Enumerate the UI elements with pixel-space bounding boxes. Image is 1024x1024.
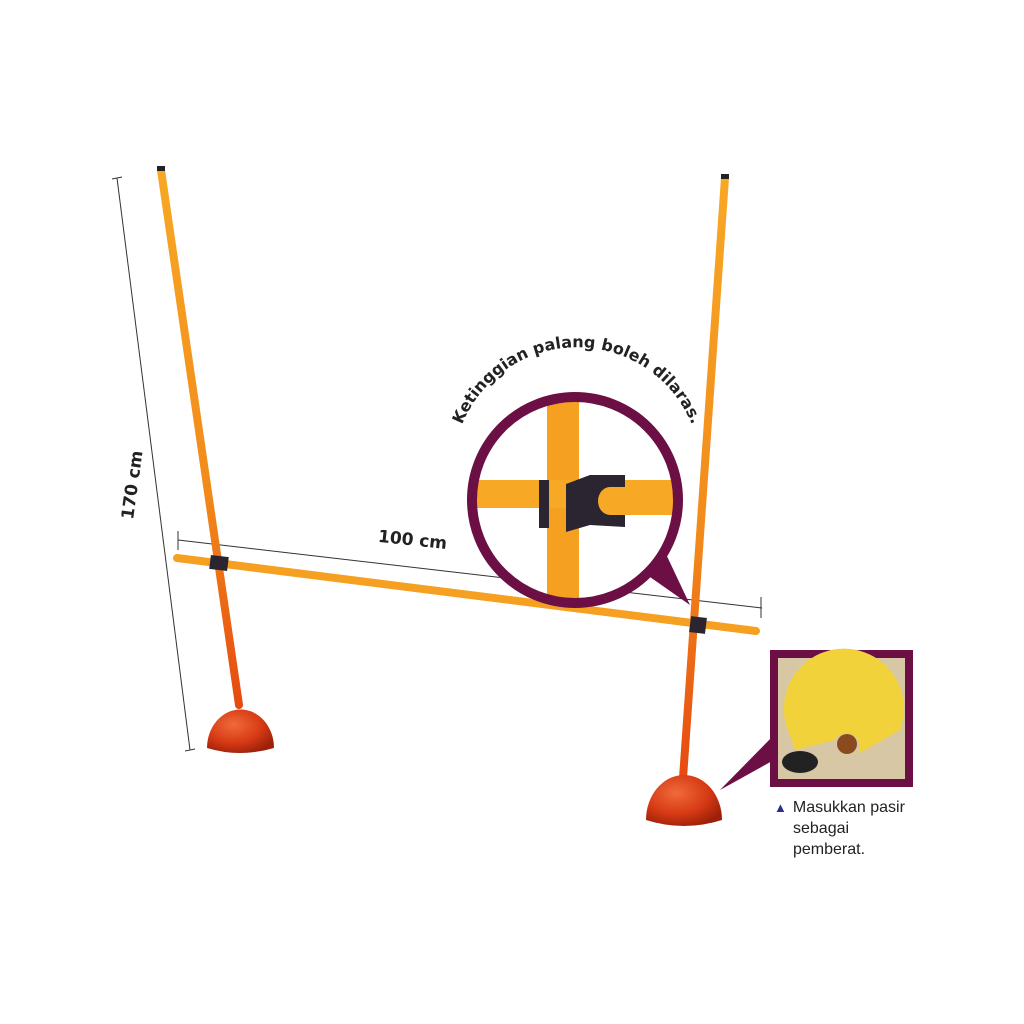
height-dimension-line <box>111 176 196 752</box>
sand-fill-inset <box>720 648 913 790</box>
left-clip <box>209 554 229 572</box>
right-pole <box>679 174 729 782</box>
callout-magnifier <box>467 392 690 608</box>
caption-line-2: sebagai <box>793 820 850 837</box>
width-label: 100 cm <box>377 527 448 554</box>
caption-line-3: pemberat. <box>793 841 866 858</box>
sand-caption: ▲ Masukkan pasir sebagai pemberat. <box>774 797 914 860</box>
caption-line-1: Masukkan pasir <box>792 799 905 816</box>
cap <box>782 751 818 773</box>
height-label: 170 cm <box>118 449 147 520</box>
right-base <box>646 775 722 826</box>
right-clip <box>689 616 707 634</box>
triangle-up-icon: ▲ <box>774 800 787 815</box>
width-dimension-line <box>177 531 763 618</box>
left-base <box>207 709 274 753</box>
left-pole <box>157 166 243 709</box>
crossbar <box>173 554 760 635</box>
